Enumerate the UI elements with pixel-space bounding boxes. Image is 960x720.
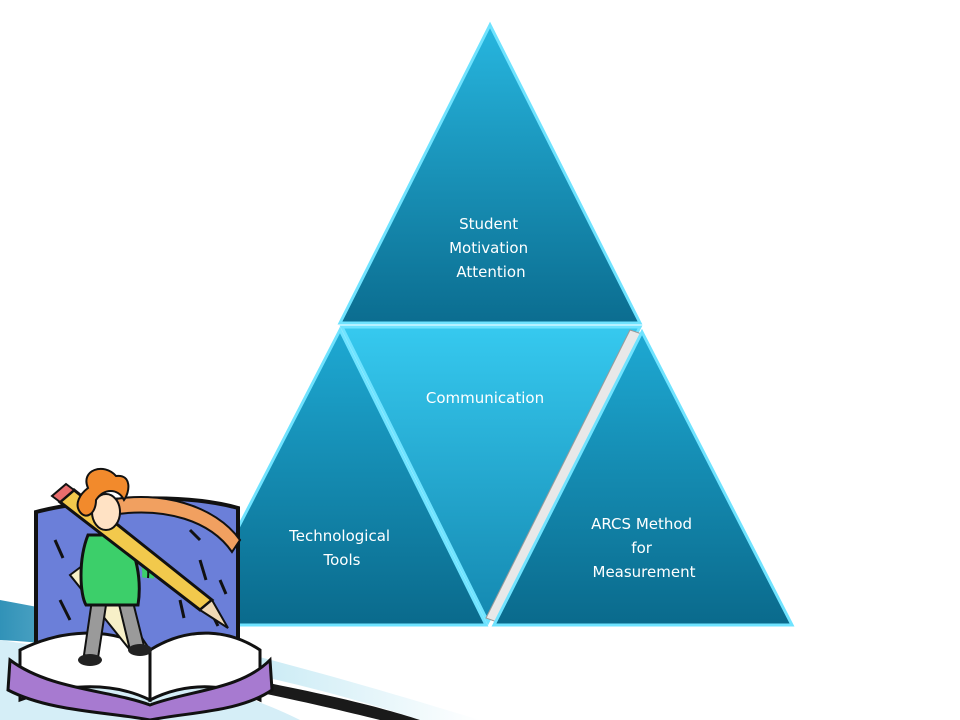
center-triangle-label: Communication xyxy=(426,389,544,407)
left-label-line-1: Technological xyxy=(288,527,390,545)
right-label-line-1: ARCS Method xyxy=(591,515,692,533)
top-label-line-1: Student xyxy=(459,215,518,233)
pyramid-diagram: Student Motivation Attention Technologic… xyxy=(185,21,795,627)
left-triangle xyxy=(185,326,489,627)
right-triangle xyxy=(491,328,795,627)
right-label-line-2: for xyxy=(631,539,652,557)
left-label-line-2: Tools xyxy=(323,551,361,569)
person-with-pencil-on-book-icon xyxy=(6,467,274,720)
top-label-line-2: Motivation xyxy=(449,239,528,257)
center-label-line-1: Communication xyxy=(426,389,544,407)
left-triangle-label: Technological Tools xyxy=(288,527,395,569)
right-triangle-label: ARCS Method for Measurement xyxy=(591,515,697,581)
top-label-line-3: Attention xyxy=(456,263,525,281)
top-triangle-label: Student Motivation Attention xyxy=(449,215,533,281)
top-triangle xyxy=(337,21,643,325)
right-label-line-3: Measurement xyxy=(593,563,696,581)
